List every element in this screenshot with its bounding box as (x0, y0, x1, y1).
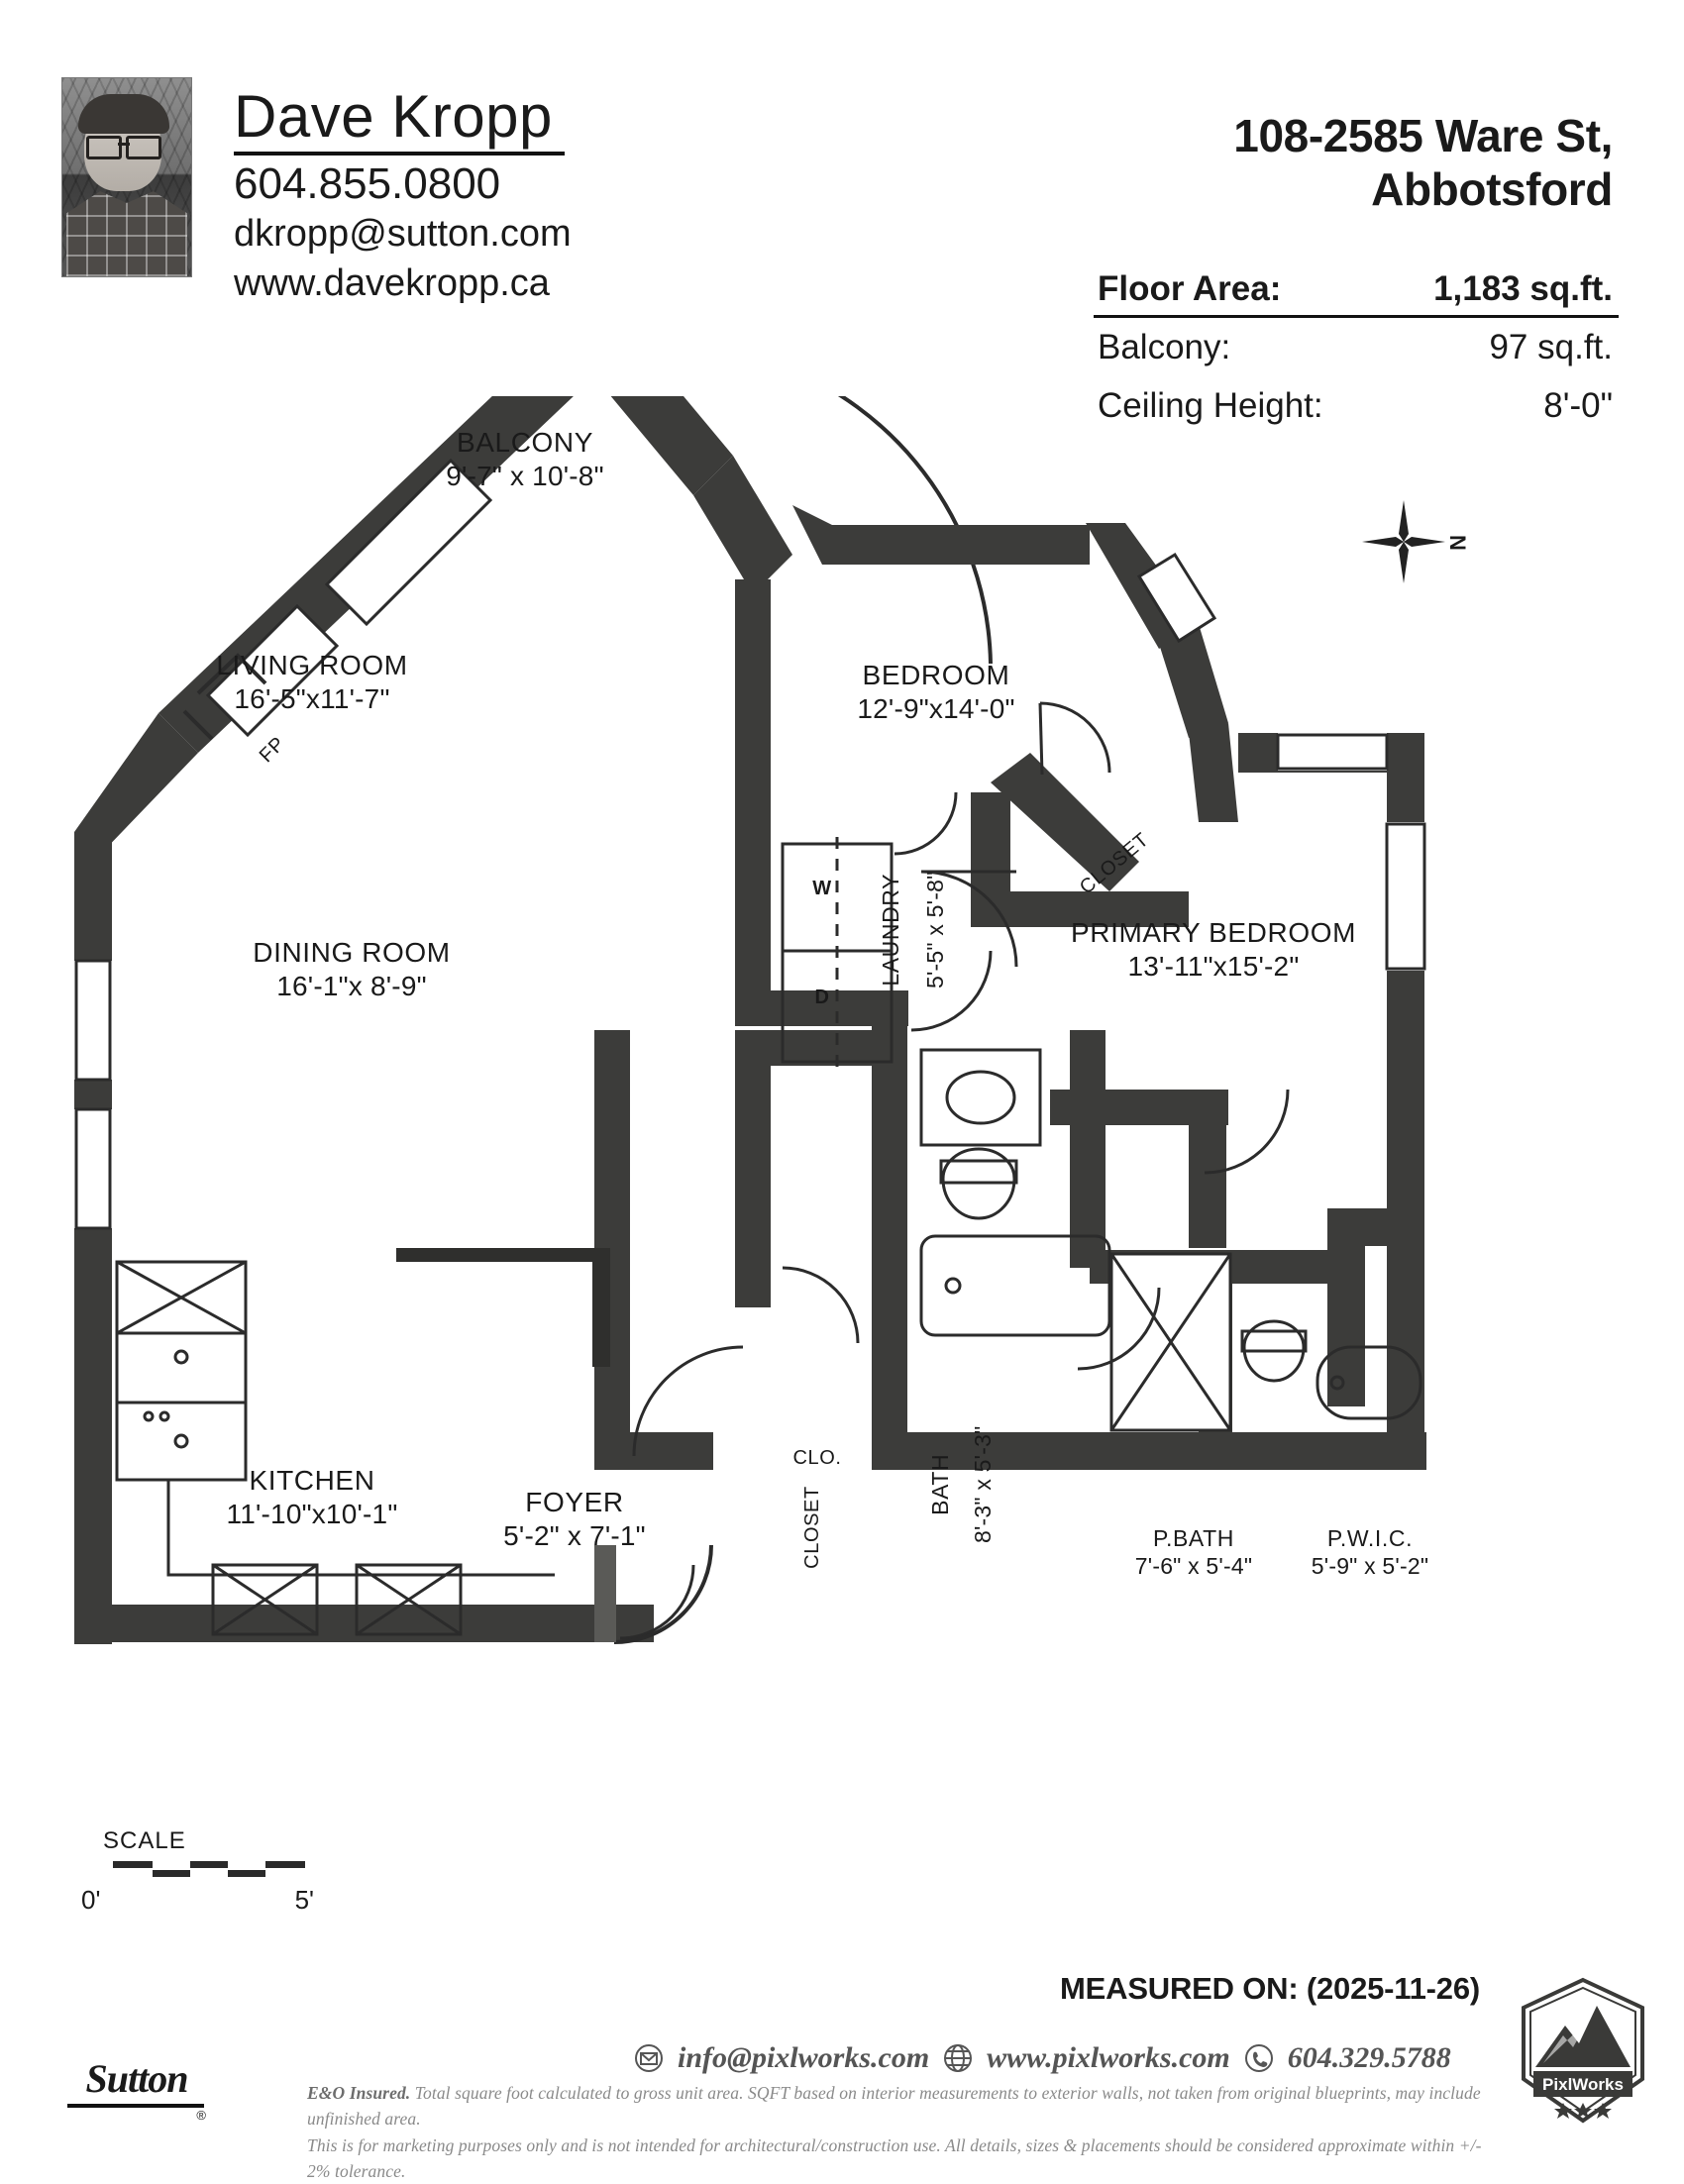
spec-row-floor-area: Floor Area: 1,183 sq.ft. (1094, 269, 1619, 328)
logo-stars (1554, 2103, 1612, 2119)
spec-value: 1,183 sq.ft. (1433, 269, 1613, 308)
agent-name-underline (234, 152, 565, 156)
brokerage-name: Sutton (85, 2056, 189, 2101)
room-name: LIVING ROOM (216, 650, 408, 680)
doors-group (619, 701, 1290, 1640)
spec-label: Balcony: (1098, 328, 1231, 366)
room-dims: 7'-6" x 5'-4" (1134, 1552, 1253, 1579)
pixlworks-website[interactable]: www.pixlworks.com (987, 2041, 1230, 2074)
room-label-dining-room: DINING ROOM 16'-1"x 8'-9" (193, 936, 510, 1002)
annotation-washer: W (802, 877, 842, 900)
agent-photo-body (66, 191, 187, 276)
room-label-bath: BATH (927, 1371, 955, 1599)
room-dims-bath: 8'-3" x 5'-3" (970, 1371, 998, 1599)
room-name: BALCONY (456, 427, 594, 458)
scale-bar: SCALE 0' 5' (81, 1827, 331, 1915)
brokerage-registered-mark: ® (196, 2108, 206, 2123)
room-dims: 16'-5"x11'-7" (234, 682, 390, 714)
pixlworks-email[interactable]: info@pixlworks.com (678, 2041, 930, 2074)
room-dims: 8'-3" x 5'-3" (970, 1425, 997, 1544)
room-name: BATH (927, 1453, 954, 1515)
email-icon (635, 2044, 663, 2072)
room-label-kitchen: KITCHEN 11'-10"x10'-1" (154, 1464, 471, 1530)
disclaimer-line-1: Total square foot calculated to gross un… (307, 2083, 1481, 2130)
room-name: LAUNDRY (878, 873, 904, 987)
room-dims: 5'-9" x 5'-2" (1311, 1552, 1429, 1579)
compass-star-icon (1362, 500, 1445, 583)
agent-photo (61, 77, 192, 277)
spec-row-balcony: Balcony: 97 sq.ft. (1098, 328, 1613, 386)
room-label-laundry: LAUNDRY (878, 821, 905, 1039)
page-header: Dave Kropp 604.855.0800 dkropp@sutton.co… (0, 0, 1684, 583)
agent-name: Dave Kropp (234, 83, 553, 150)
pixlworks-logo: PixlWorks (1522, 1977, 1644, 2124)
scale-title: SCALE (103, 1827, 186, 1854)
closet-label: CLOSET (801, 1486, 823, 1569)
floorplan-drawing: BALCONY 9'-7" x 10'-8" LIVING ROOM 16'-5… (0, 396, 1684, 1783)
room-label-primary-wic: P.W.I.C. 5'-9" x 5'-2" (1256, 1525, 1484, 1580)
room-label-foyer: FOYER 5'-2" x 7'-1" (451, 1486, 698, 1552)
pixlworks-logo-text: PixlWorks (1542, 2075, 1624, 2094)
room-name: P.W.I.C. (1326, 1525, 1414, 1551)
room-dims: 12'-9"x14'-0" (857, 692, 1015, 724)
measured-on: MEASURED ON: (2025-11-26) (1060, 1971, 1480, 2006)
room-name: BEDROOM (862, 660, 1010, 690)
phone-icon (1244, 2044, 1273, 2072)
room-label-living-room: LIVING ROOM 16'-5"x11'-7" (154, 649, 471, 715)
spec-label: Ceiling Height: (1098, 386, 1323, 425)
agent-website[interactable]: www.davekropp.ca (234, 262, 550, 304)
disclaimer-text: E&O Insured. Total square foot calculate… (307, 2080, 1506, 2184)
compass-rose: N (1362, 500, 1471, 589)
scale-end: 5' (294, 1885, 314, 1915)
agent-email[interactable]: dkropp@sutton.com (234, 213, 572, 255)
room-dims: 9'-7" x 10'-8" (446, 460, 604, 491)
annotation-closet-hall: CLO. (763, 1446, 872, 1470)
room-name: DINING ROOM (253, 937, 451, 968)
pixlworks-phone[interactable]: 604.329.5788 (1287, 2041, 1451, 2074)
spec-label: Floor Area: (1098, 269, 1282, 308)
glasses-icon (86, 136, 161, 159)
room-label-primary-bedroom: PRIMARY BEDROOM 13'-11"x15'-2" (1010, 916, 1417, 983)
disclaimer-lead: E&O Insured. (307, 2083, 411, 2103)
annotation-closet-foyer: CLOSET (800, 1453, 824, 1602)
walls-group (74, 396, 1426, 1644)
agent-photo-hair (78, 94, 169, 134)
washer-label: W (812, 878, 832, 899)
scale-segments (113, 1861, 305, 1883)
room-name: FOYER (525, 1487, 624, 1517)
entry-door (594, 1544, 713, 1644)
property-specs: Floor Area: 1,183 sq.ft. Balcony: 97 sq.… (1094, 269, 1619, 445)
spec-value: 8'-0" (1543, 386, 1613, 425)
floorplan-svg (74, 396, 1426, 1644)
globe-icon (944, 2044, 973, 2072)
brokerage-underline (67, 2104, 204, 2108)
dryer-label: D (814, 987, 830, 1008)
room-dims: 11'-10"x10'-1" (226, 1498, 398, 1529)
room-dims-laundry: 5'-5" x 5'-8" (922, 821, 950, 1039)
disclaimer-line-2: This is for marketing purposes only and … (307, 2134, 1482, 2181)
property-address: 108-2585 Ware St, Abbotsford (860, 109, 1613, 217)
room-name: KITCHEN (249, 1465, 375, 1496)
room-dims: 13'-11"x15'-2" (1127, 950, 1300, 982)
room-name: PRIMARY BEDROOM (1070, 917, 1356, 948)
address-line-2: Abbotsford (1371, 163, 1613, 216)
brokerage-logo: Sutton ® (67, 2055, 206, 2123)
address-line-1: 108-2585 Ware St, (1233, 110, 1613, 161)
room-label-bedroom: BEDROOM 12'-9"x14'-0" (783, 659, 1090, 725)
room-label-primary-bath: P.BATH 7'-6" x 5'-4" (1095, 1525, 1293, 1580)
scale-start: 0' (81, 1885, 101, 1915)
annotation-dryer: D (802, 986, 842, 1009)
room-name: P.BATH (1153, 1525, 1234, 1551)
agent-phone[interactable]: 604.855.0800 (234, 159, 501, 208)
spec-value: 97 sq.ft. (1489, 328, 1613, 366)
room-dims: 5'-2" x 7'-1" (503, 1519, 646, 1551)
pixlworks-contacts: info@pixlworks.com www.pixlworks.com 604… (634, 2038, 1535, 2078)
room-dims: 5'-5" x 5'-8" (922, 871, 949, 989)
room-dims: 16'-1"x 8'-9" (276, 970, 427, 1001)
fixtures-group (115, 653, 1422, 1636)
room-label-balcony: BALCONY 9'-7" x 10'-8" (367, 426, 684, 492)
spec-row-ceiling-height: Ceiling Height: 8'-0" (1098, 386, 1613, 445)
closet-label: CLO. (792, 1447, 842, 1469)
